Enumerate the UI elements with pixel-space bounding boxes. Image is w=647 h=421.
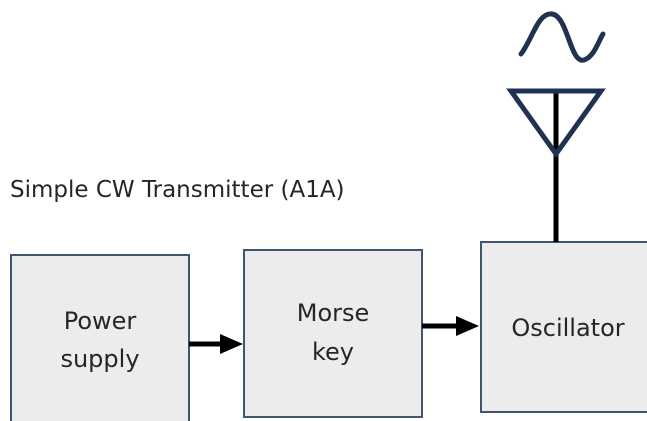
morse-key-block: Morse key — [243, 249, 423, 418]
power-supply-label-line2: supply — [60, 345, 139, 373]
oscillator-label: Oscillator — [511, 314, 624, 342]
morse-key-label-line2: key — [312, 338, 354, 366]
power-supply-box — [10, 254, 190, 421]
morse-key-box — [243, 249, 423, 418]
arrow-key-to-oscillator — [422, 316, 479, 336]
arrow-power-to-key — [189, 334, 243, 354]
antenna-icon — [506, 88, 606, 159]
morse-key-label-line1: Morse — [297, 299, 370, 327]
oscillator-box — [480, 241, 647, 413]
power-supply-block: Power supply — [10, 254, 190, 421]
power-supply-label-line1: Power — [64, 307, 137, 335]
oscillator-block: Oscillator — [480, 241, 647, 413]
diagram-title: Simple CW Transmitter (A1A) — [10, 177, 345, 203]
radio-wave-icon — [518, 11, 606, 63]
